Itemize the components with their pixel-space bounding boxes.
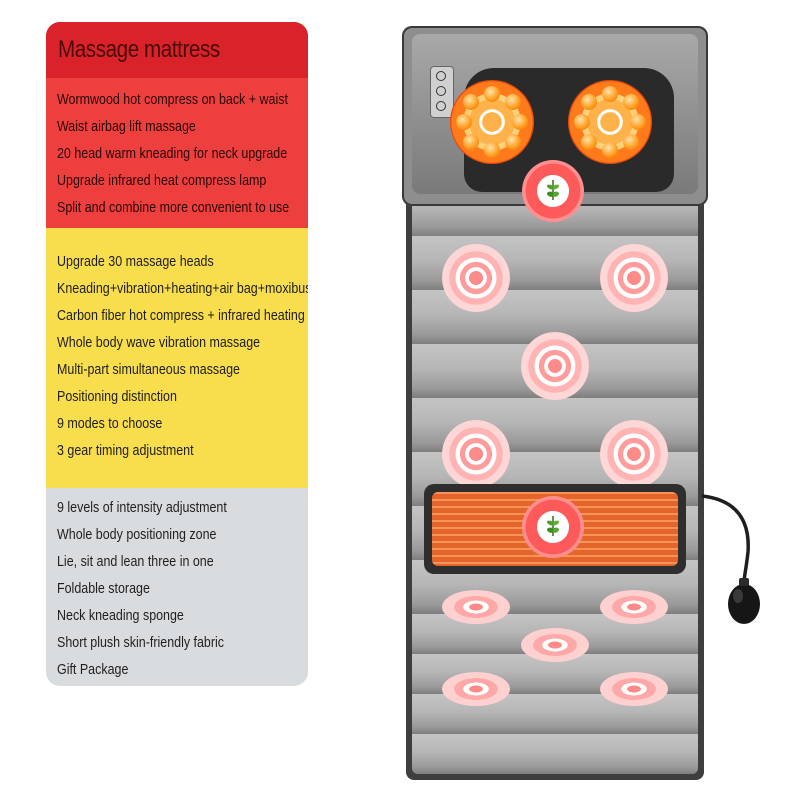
massage-node-icon [521, 628, 589, 662]
feature-item: Carbon fiber hot compress + infrared hea… [57, 308, 305, 324]
control-panel-icon [430, 66, 454, 118]
feature-item: Kneading+vibration+heating+air bag+moxib… [57, 281, 308, 297]
massage-node-icon [600, 590, 668, 624]
feature-item: Multi-part simultaneous massage [57, 362, 240, 378]
mattress-image [402, 22, 760, 784]
massage-node-icon [600, 420, 668, 488]
panel-title: Massage mattress [58, 36, 220, 63]
massage-node-icon [600, 672, 668, 706]
feature-section-yellow: Upgrade 30 massage heads Kneading+vibrat… [46, 228, 308, 488]
feature-item: 20 head warm kneading for neck upgrade [57, 146, 288, 162]
shiatsu-node-icon [450, 80, 534, 164]
massage-node-icon [521, 332, 589, 400]
feature-item: 9 levels of intensity adjustment [57, 500, 227, 516]
feature-item: 3 gear timing adjustment [57, 443, 194, 459]
feature-item: Gift Package [57, 662, 129, 678]
massage-node-icon [600, 244, 668, 312]
feature-item: Short plush skin-friendly fabric [57, 635, 225, 651]
feature-item: Whole body wave vibration massage [57, 335, 261, 351]
herb-icon [522, 160, 584, 222]
feature-item: Wormwood hot compress on back + waist [57, 92, 288, 108]
feature-item: Upgrade 30 massage heads [57, 254, 214, 270]
feature-item: Lie, sit and lean three in one [57, 554, 214, 570]
feature-item: 9 modes to choose [57, 416, 163, 432]
feature-item: Foldable storage [57, 581, 150, 597]
feature-item: Split and combine more convenient to use [57, 200, 290, 216]
feature-section-gray: 9 levels of intensity adjustment Whole b… [46, 488, 308, 686]
feature-section-red: Massage mattress Wormwood hot compress o… [46, 22, 308, 228]
title-band [46, 22, 308, 78]
feature-item: Neck kneading sponge [57, 608, 184, 624]
feature-item: Waist airbag lift massage [57, 119, 196, 135]
massage-node-icon [442, 244, 510, 312]
feature-panel: Massage mattress Wormwood hot compress o… [46, 22, 308, 686]
massage-node-icon [442, 672, 510, 706]
massage-node-icon [442, 590, 510, 624]
massage-node-icon [442, 420, 510, 488]
shiatsu-node-icon [568, 80, 652, 164]
feature-item: Positioning distinction [57, 389, 177, 405]
herb-icon [522, 496, 584, 558]
cushion-band [412, 734, 698, 774]
feature-item: Upgrade infrared heat compress lamp [57, 173, 267, 189]
feature-item: Whole body positioning zone [57, 527, 217, 543]
air-pump-icon [701, 494, 760, 624]
